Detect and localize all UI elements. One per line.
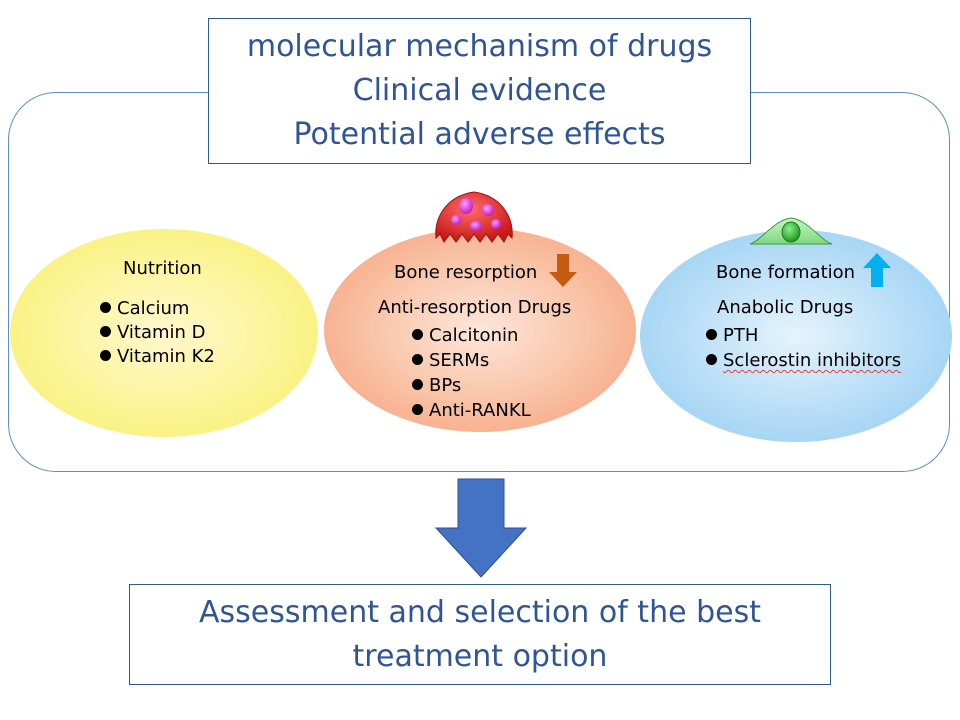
bullet-icon xyxy=(412,404,423,415)
top-text-box: molecular mechanism of drugs Clinical ev… xyxy=(208,18,751,164)
nutrition-title: Nutrition xyxy=(123,258,202,279)
conclusion-line-1: Assessment and selection of the best xyxy=(199,594,761,630)
resorption-item: BPs xyxy=(412,375,461,397)
bullet-icon xyxy=(706,329,717,340)
nutrition-ellipse xyxy=(10,229,318,437)
arrow-up-icon xyxy=(863,253,891,287)
resorption-item: Anti-RANKL xyxy=(412,400,531,422)
conclusion-line-2: treatment option xyxy=(352,638,608,674)
resorption-title: Bone resorption xyxy=(394,262,538,283)
formation-item: Sclerostin inhibitors xyxy=(706,350,901,372)
conclusion-box: Assessment and selection of the best tre… xyxy=(129,584,831,685)
bullet-icon xyxy=(100,350,111,361)
osteoclast-icon xyxy=(435,191,513,243)
top-line-1: molecular mechanism of drugs xyxy=(246,29,713,64)
top-line-3: Potential adverse effects xyxy=(293,117,666,152)
bullet-icon xyxy=(706,354,717,365)
bullet-icon xyxy=(100,302,111,313)
formation-title: Bone formation xyxy=(716,262,856,283)
resorption-item: SERMs xyxy=(412,350,489,372)
nutrition-item: Vitamin D xyxy=(100,322,206,344)
osteoblast-icon xyxy=(749,217,833,245)
formation-ellipse xyxy=(640,230,952,442)
resorption-item: Calcitonin xyxy=(412,325,518,347)
bullet-icon xyxy=(100,326,111,337)
formation-item: PTH xyxy=(706,325,758,347)
nutrition-item: Vitamin K2 xyxy=(100,346,215,368)
formation-subtitle: Anabolic Drugs xyxy=(717,297,854,318)
nutrition-item: Calcium xyxy=(100,298,189,320)
resorption-ellipse xyxy=(324,228,636,432)
top-line-2: Clinical evidence xyxy=(352,73,607,108)
arrow-down-icon xyxy=(549,254,577,287)
big-down-arrow-icon xyxy=(434,478,528,578)
bullet-icon xyxy=(412,329,423,340)
resorption-subtitle: Anti-resorption Drugs xyxy=(378,297,572,318)
bullet-icon xyxy=(412,379,423,390)
bullet-icon xyxy=(412,354,423,365)
